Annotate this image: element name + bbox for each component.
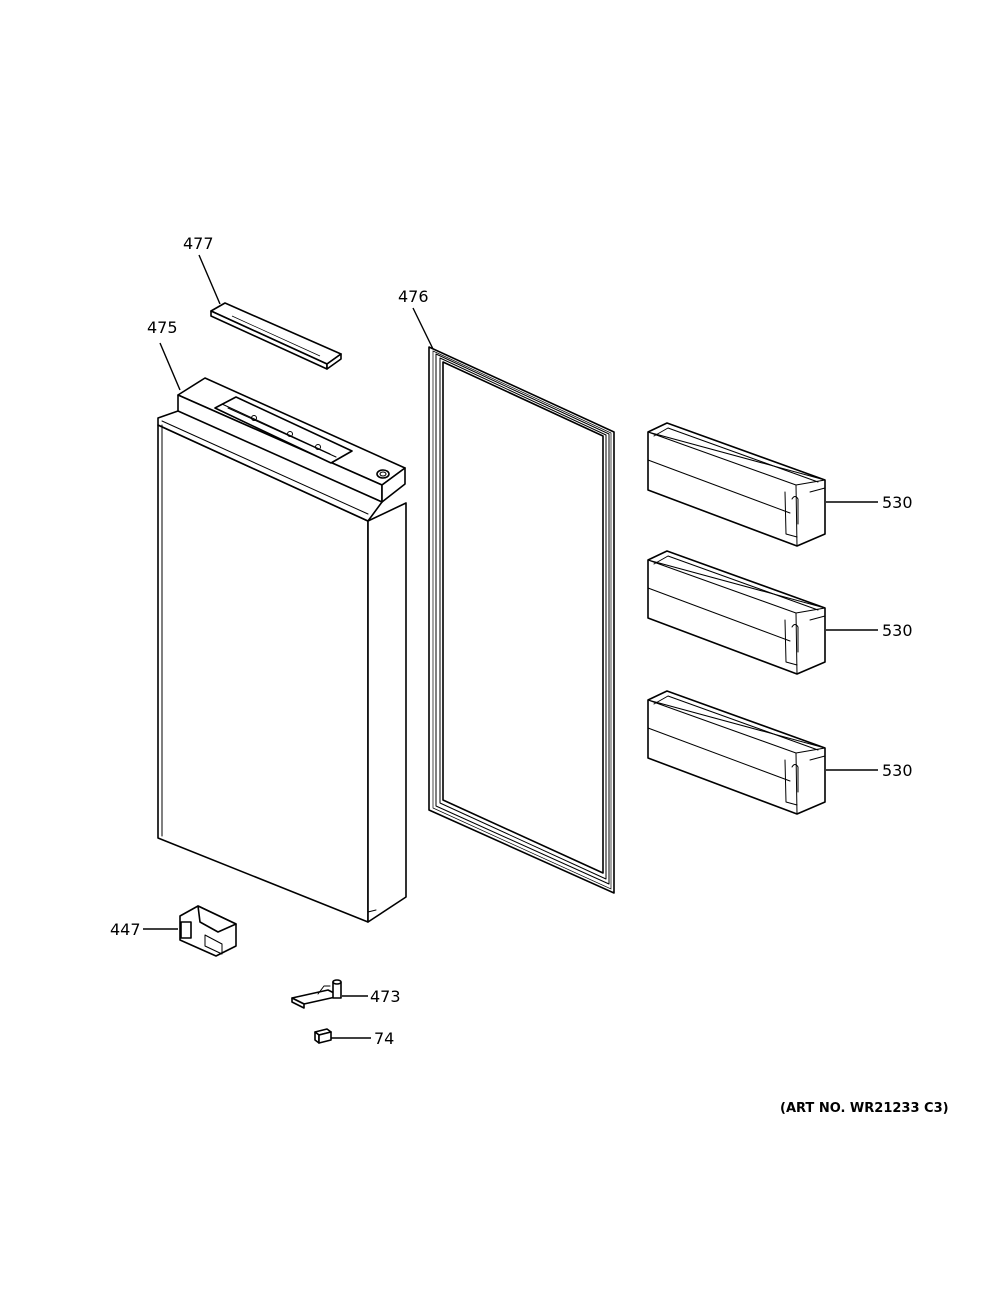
door-stop-part: [179, 905, 237, 957]
door-bin-3-part: [647, 690, 826, 815]
callout-447: 447: [110, 920, 141, 939]
trim-cap-part: [210, 302, 342, 370]
callout-74: 74: [374, 1029, 394, 1048]
gasket-part: [428, 346, 615, 894]
leader-476: [412, 307, 434, 350]
leader-477: [198, 254, 221, 305]
callout-477: 477: [183, 234, 214, 253]
door-bin-1-part: [647, 422, 826, 547]
callout-530-2: 530: [882, 621, 913, 640]
callout-530-1: 530: [882, 493, 913, 512]
leader-475: [159, 342, 181, 391]
door-part: [157, 377, 407, 923]
callout-475: 475: [147, 318, 178, 337]
callout-473: 473: [370, 987, 401, 1006]
bushing-part: [314, 1028, 332, 1044]
callout-476: 476: [398, 287, 429, 306]
door-bin-2-part: [647, 550, 826, 675]
art-number: (ART NO. WR21233 C3): [780, 1101, 949, 1116]
callout-530-3: 530: [882, 761, 913, 780]
hinge-part: [291, 979, 342, 1009]
